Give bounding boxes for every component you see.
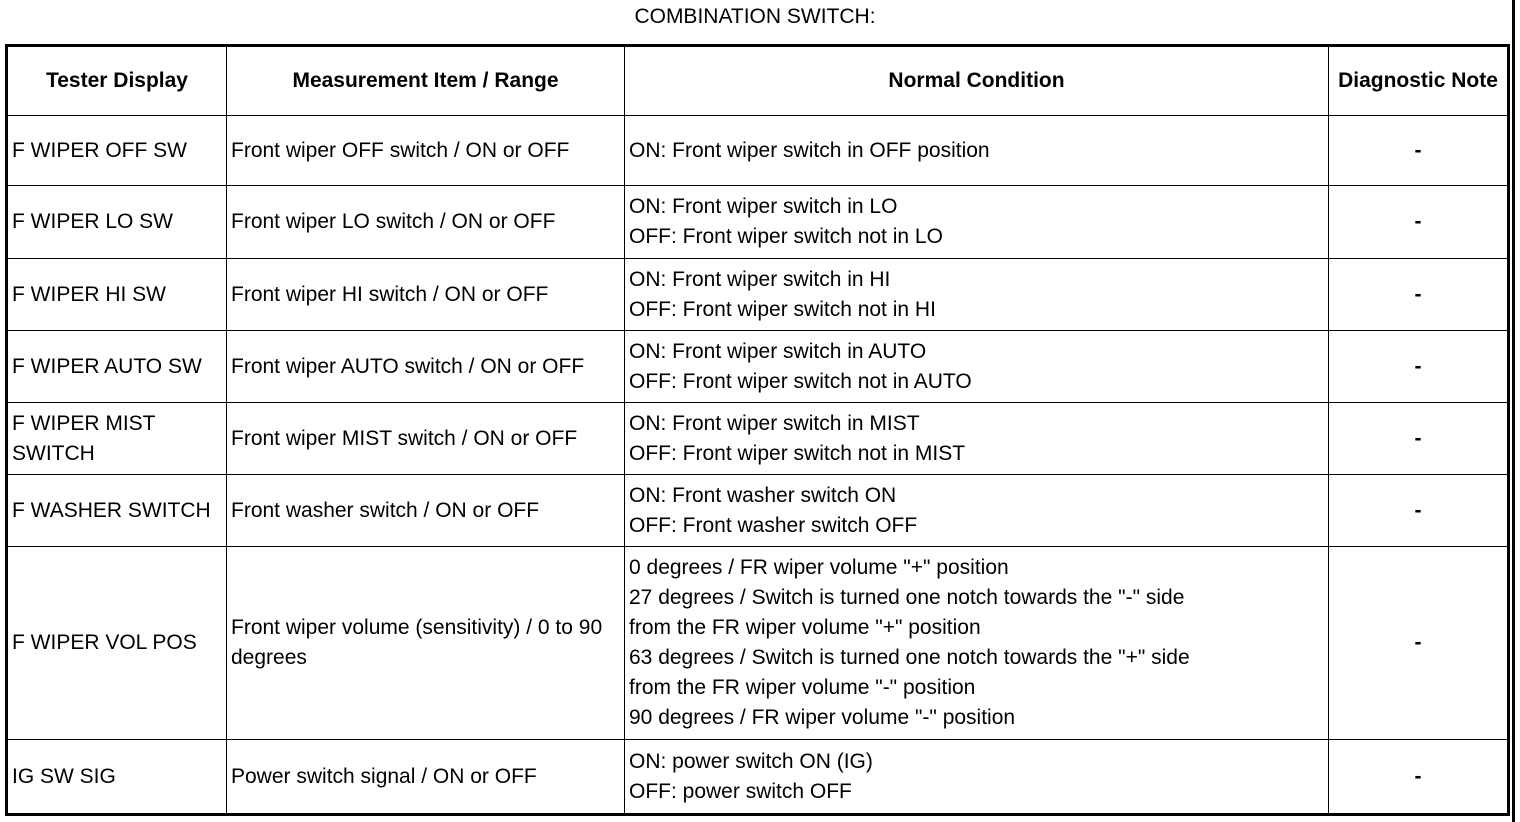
condition-line: OFF: Front washer switch OFF [629, 513, 918, 537]
cell-tester-display: F WIPER HI SW [6, 258, 227, 331]
cell-diagnostic-note: - [1328, 739, 1509, 815]
condition-line: OFF: power switch OFF [629, 779, 852, 803]
condition-line: ON: Front wiper switch in LO [629, 195, 898, 218]
cell-diagnostic-note: - [1328, 474, 1509, 547]
condition-line: from the FR wiper volume "+" position [629, 616, 981, 639]
cell-normal-condition: ON: Front washer switch ON OFF: Front was… [624, 474, 1329, 547]
page-edge-rule [1512, 0, 1515, 822]
condition-line: OFF: Front wiper switch not in AUTO [629, 369, 972, 393]
condition-line: OFF: Front wiper switch not in MIST [629, 441, 966, 465]
cell-normal-condition: ON: power switch ON (IG) OFF: power switc… [624, 739, 1329, 815]
cell-measurement-item: Power switch signal / ON or OFF [226, 739, 625, 815]
condition-line: ON: power switch ON (IG) [629, 749, 873, 773]
cell-measurement-item: Front wiper MIST switch / ON or OFF [226, 402, 625, 475]
condition-line: ON: Front wiper switch in HI [629, 267, 891, 291]
header-diagnostic-note: Diagnostic Note [1328, 45, 1509, 116]
condition-line: ON: Front washer switch ON [629, 483, 897, 507]
header-measurement-item: Measurement Item / Range [226, 45, 625, 116]
condition-line: 27 degrees / Switch is turned one notch … [629, 586, 1185, 609]
header-tester-display: Tester Display [6, 45, 227, 116]
cell-diagnostic-note: - [1328, 402, 1509, 475]
condition-line: OFF: Front wiper switch not in HI [629, 297, 936, 321]
cell-tester-display: F WIPER OFF SW [6, 115, 227, 186]
cell-tester-display: F WASHER SWITCH [6, 474, 227, 547]
cell-measurement-item: Front wiper OFF switch / ON or OFF [226, 115, 625, 186]
cell-tester-display: IG SW SIG [6, 739, 227, 815]
cell-measurement-item: Front washer switch / ON or OFF [226, 474, 625, 547]
condition-line: OFF: Front wiper switch not in LO [629, 225, 943, 248]
condition-line: ON: Front wiper switch in AUTO [629, 339, 927, 363]
cell-normal-condition: ON: Front wiper switch in MIST OFF: Front… [624, 402, 1329, 475]
table-header-row: Tester Display Measurement Item / Range … [6, 45, 1509, 116]
condition-line: from the FR wiper volume "-" position [629, 676, 976, 699]
condition-line: ON: Front wiper switch in MIST [629, 411, 920, 435]
condition-line: 63 degrees / Switch is turned one notch … [629, 646, 1190, 669]
cell-measurement-item: Front wiper LO switch / ON or OFF [226, 185, 625, 259]
cell-diagnostic-note: - [1328, 185, 1509, 259]
condition-line: ON: Front wiper switch in OFF position [629, 138, 990, 162]
combination-switch-table: Tester Display Measurement Item / Range … [5, 44, 1510, 816]
cell-tester-display: F WIPER AUTO SW [6, 330, 227, 403]
cell-diagnostic-note: - [1328, 258, 1509, 331]
header-normal-condition: Normal Condition [624, 45, 1329, 116]
cell-normal-condition: ON: Front wiper switch in AUTO OFF: Front… [624, 330, 1329, 403]
cell-tester-display: F WIPER VOL POS [6, 546, 227, 740]
cell-normal-condition: ON: Front wiper switch in HI OFF: Front w… [624, 258, 1329, 331]
cell-measurement-item: Front wiper volume (sensitivity) / 0 to … [226, 546, 625, 740]
cell-diagnostic-note: - [1328, 546, 1509, 740]
condition-line: 90 degrees / FR wiper volume "-" positio… [629, 706, 1016, 729]
cell-measurement-item: Front wiper AUTO switch / ON or OFF [226, 330, 625, 403]
cell-normal-condition: ON: Front wiper switch in LO OFF: Front w… [624, 185, 1329, 259]
cell-normal-condition: 0 degrees / FR wiper volume "+" position… [624, 546, 1329, 740]
cell-tester-display: F WIPER MIST SWITCH [6, 402, 227, 475]
condition-line: 0 degrees / FR wiper volume "+" position [629, 556, 1009, 579]
cell-diagnostic-note: - [1328, 330, 1509, 403]
cell-tester-display: F WIPER LO SW [6, 185, 227, 259]
page-title: COMBINATION SWITCH: [634, 5, 876, 28]
cell-measurement-item: Front wiper HI switch / ON or OFF [226, 258, 625, 331]
cell-diagnostic-note: - [1328, 115, 1509, 186]
cell-normal-condition: ON: Front wiper switch in OFF position [624, 115, 1329, 186]
